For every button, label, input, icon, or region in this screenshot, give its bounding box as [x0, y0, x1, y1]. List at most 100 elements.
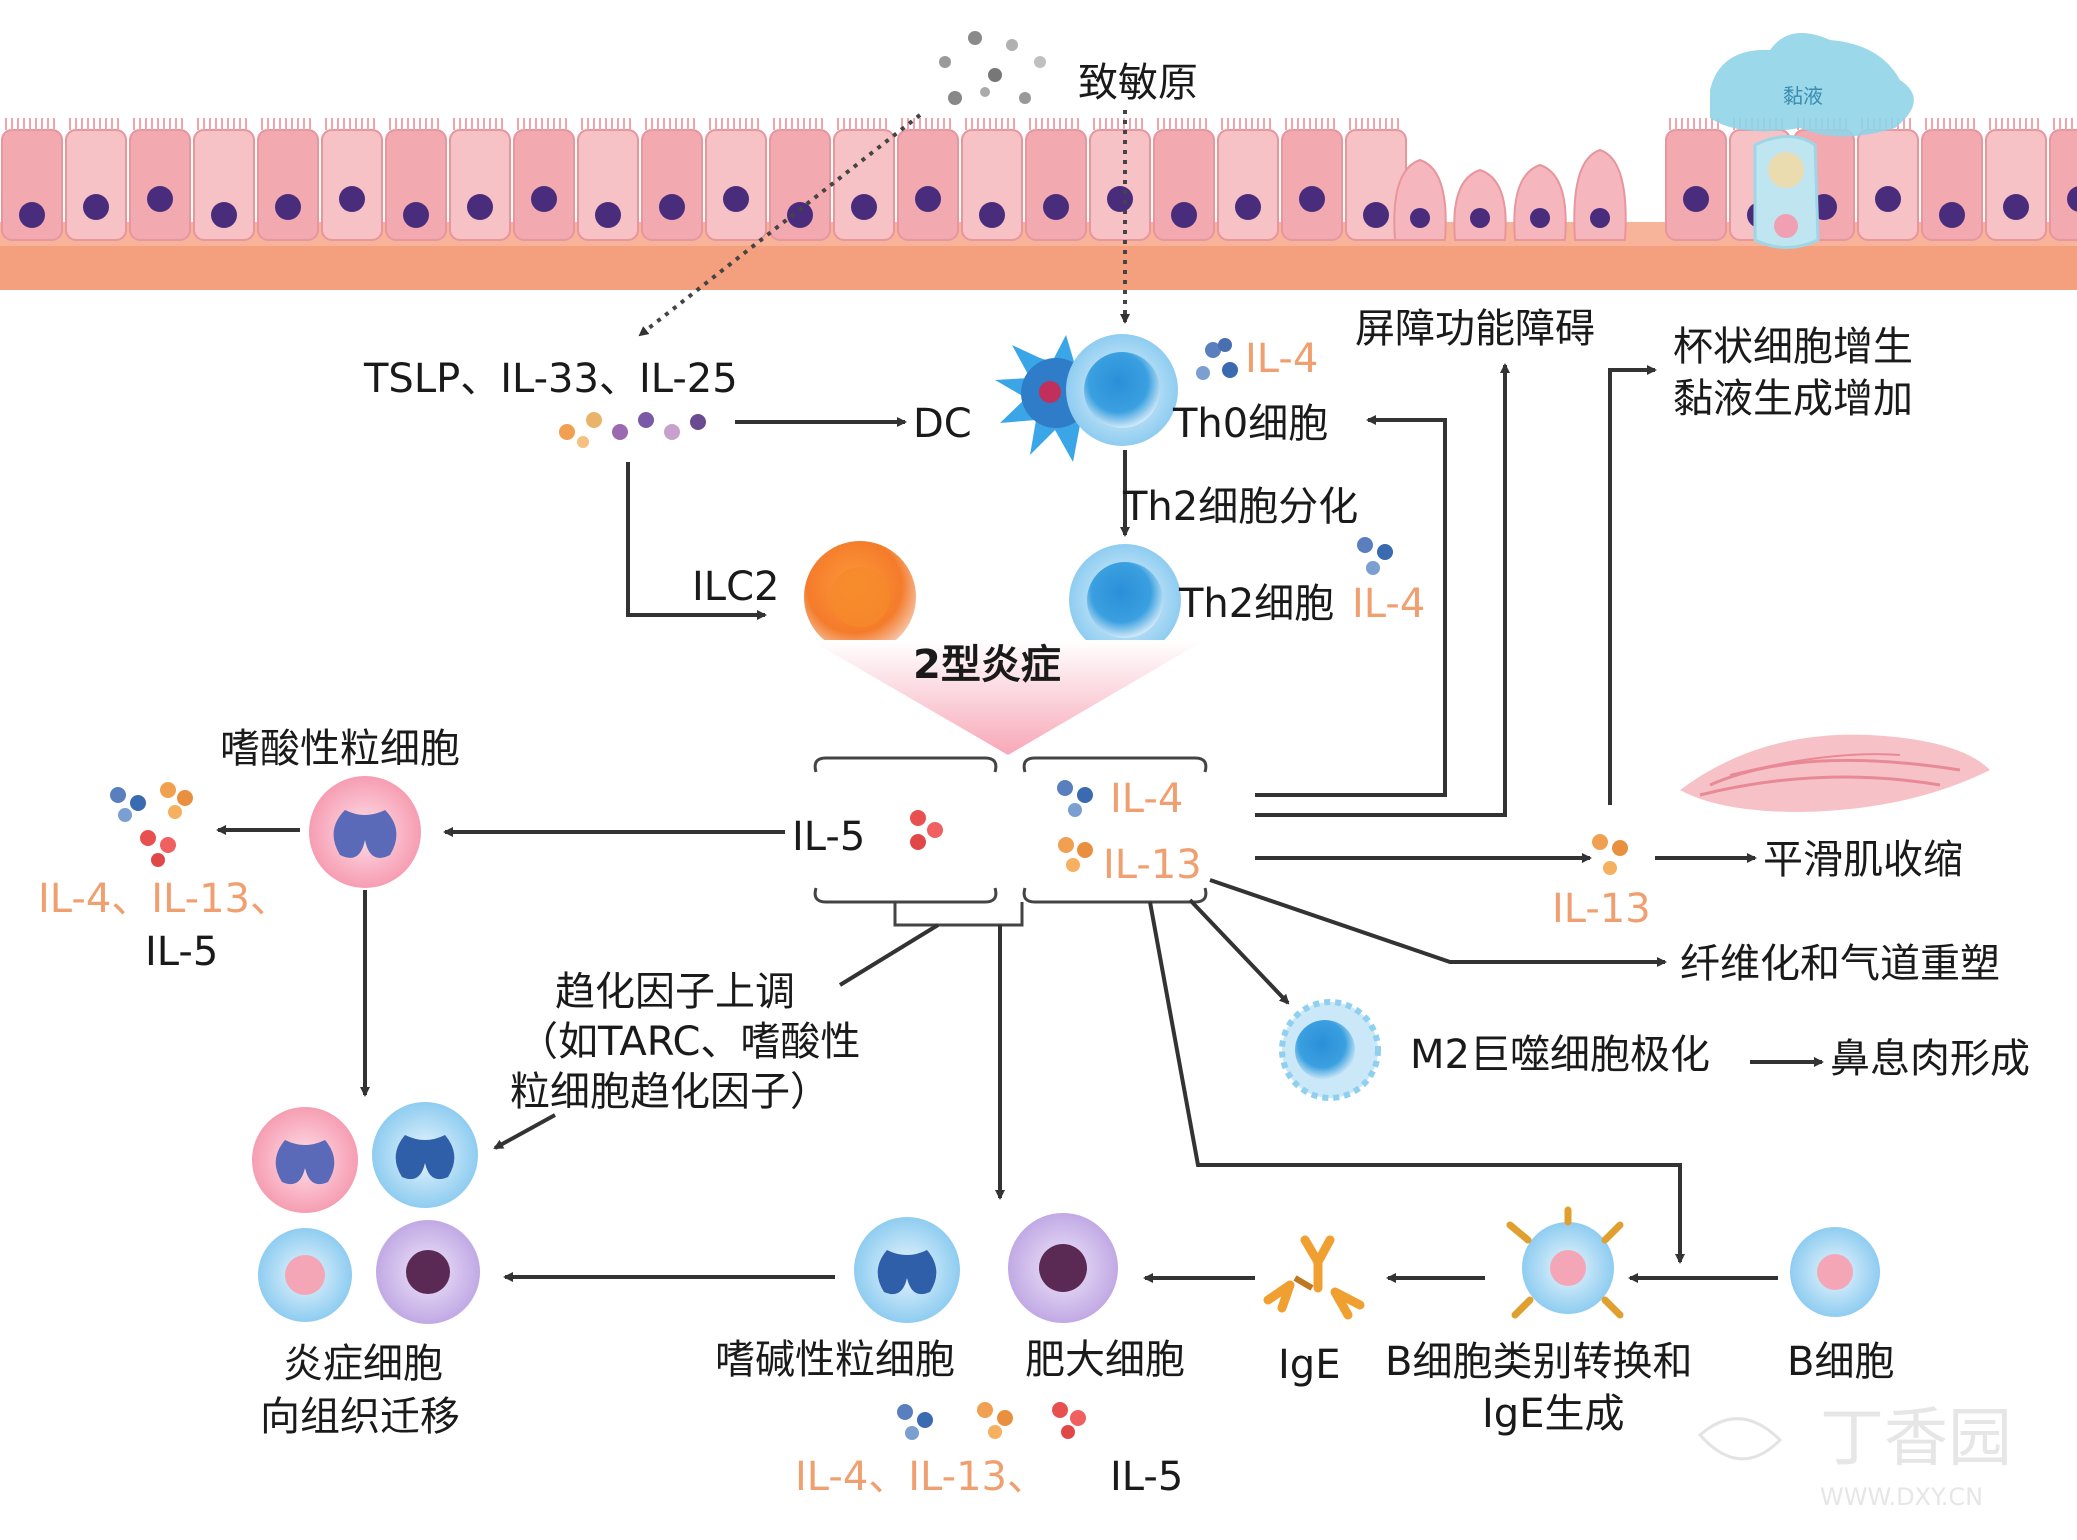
cell-nucleus [979, 202, 1005, 228]
il4-top-label: IL-4 [1245, 336, 1318, 382]
cilia [1989, 118, 2039, 130]
cell-nucleus [595, 202, 621, 228]
goblet-cell-icon [1753, 135, 1820, 249]
epithelial-cell [1921, 129, 1983, 241]
cilia [5, 118, 55, 130]
cilia [1925, 118, 1975, 130]
epithelial-cell [961, 129, 1023, 241]
barrier-label: 屏障功能障碍 [1355, 306, 1595, 352]
cilia [1285, 118, 1335, 130]
bcell-label: B细胞 [1787, 1339, 1894, 1385]
epithelial-cell [65, 129, 127, 241]
switch-label-1: B细胞类别转换和 [1385, 1339, 1692, 1385]
epithelial-cell [257, 129, 319, 241]
cell-nucleus [1235, 194, 1261, 220]
tslp-to-ilc2-arrow [626, 462, 767, 620]
il4-to-th0-arrow [1255, 415, 1447, 797]
il4-dots-box-icon [1057, 780, 1093, 817]
damaged-epithelial-cell [1573, 148, 1627, 241]
ilc2-cell-icon [804, 541, 916, 653]
cell-nucleus [275, 194, 301, 220]
cilia [453, 118, 503, 130]
il4-th2-label: IL-4 [1352, 581, 1425, 627]
th0-cell-icon [1066, 334, 1178, 446]
smooth-muscle-icon [1680, 734, 1990, 812]
epithelial-cell [1217, 129, 1279, 241]
il5-dots-icon [910, 810, 943, 850]
cytokine-bracket-right [1022, 756, 1208, 904]
eosinophil-cell-icon [309, 776, 421, 888]
cilia [581, 118, 631, 130]
cilia [197, 118, 247, 130]
cell-nucleus [1875, 186, 1901, 212]
il4-dots-icon [1196, 338, 1238, 380]
tslp-label: TSLP、IL-33、IL-25 [363, 356, 738, 402]
bottom-cytokine-dots-icon [897, 1402, 1086, 1440]
damaged-epithelial-cell [1513, 163, 1567, 241]
cilia [645, 118, 695, 130]
watermark-name: 丁香园 [1820, 1402, 2012, 1476]
cilia [1221, 118, 1271, 130]
th2-cell-icon [1069, 544, 1181, 656]
epithelial-cell [577, 129, 639, 241]
th2-label: Th2细胞 [1178, 581, 1334, 627]
cell-nucleus [531, 186, 557, 212]
cell-nucleus [1590, 208, 1610, 228]
epithelial-cell [513, 129, 575, 241]
migrate-label-1: 炎症细胞 [283, 1341, 443, 1387]
il13-to-m2-arrow [1188, 898, 1290, 1005]
switch-label-2: IgE生成 [1482, 1391, 1624, 1437]
epithelium-layer: 黏液 [0, 32, 2077, 290]
il13-dots-right-icon [1592, 834, 1628, 875]
polyp-label: 鼻息肉形成 [1830, 1036, 2030, 1082]
cytokine-connector [893, 902, 1024, 927]
goblet-label-2: 黏液生成增加 [1673, 376, 1913, 422]
epithelial-cell [1857, 129, 1919, 241]
il13-dots-box-icon [1058, 837, 1093, 872]
dc-label: DC [913, 401, 972, 447]
il5-label: IL-5 [792, 814, 865, 860]
chemo-label-1: 趋化因子上调 [555, 969, 795, 1015]
cytokine-to-chemo-line [838, 923, 940, 987]
b-cell-switching-icon [1506, 1206, 1624, 1319]
epithelial-cell [1281, 129, 1343, 241]
damaged-epithelial-cell [1453, 168, 1507, 241]
inflammatory-cells-icon [252, 1102, 480, 1324]
th2-diff-label: Th2细胞分化 [1122, 484, 1358, 530]
ilc2-label: ILC2 [692, 564, 779, 610]
cilia [2053, 118, 2077, 130]
basophil-cell-icon [854, 1217, 960, 1323]
watermark-logo: 丁香园 WWW.DXY.CN [1697, 1402, 2012, 1511]
eosinophil-label: 嗜酸性粒细胞 [220, 726, 460, 772]
epithelial-cell [193, 129, 255, 241]
epithelial-cell [897, 129, 959, 241]
ige-label: IgE [1278, 1342, 1340, 1388]
mucus-label: 黏液 [1783, 84, 1823, 108]
chemo-label-2: （如TARC、嗜酸性 [518, 1019, 860, 1065]
smooth-muscle-label: 平滑肌收缩 [1763, 837, 1963, 883]
cilia [1157, 118, 1207, 130]
epithelial-cell [385, 129, 447, 241]
il13-right-label: IL-13 [1552, 886, 1651, 932]
cytokine-bracket-left [813, 756, 998, 904]
cell-nucleus [1107, 186, 1133, 212]
m2-label: M2巨噬细胞极化 [1410, 1032, 1710, 1078]
cell-nucleus [1363, 202, 1389, 228]
cilia [1669, 118, 1719, 130]
cell-nucleus [19, 202, 45, 228]
cilia [389, 118, 439, 130]
goblet-label-1: 杯状细胞增生 [1673, 324, 1913, 370]
eos-cytokine-label-1: IL-4、IL-13、 [38, 876, 290, 922]
cilia [133, 118, 183, 130]
epithelial-cell [2049, 129, 2077, 241]
cilia [69, 118, 119, 130]
epithelial-cell [1, 129, 63, 241]
cilia [1349, 118, 1399, 130]
epithelial-cell [1025, 129, 1087, 241]
bottom-cytokine-label-a: IL-4、IL-13、 [795, 1454, 1047, 1500]
basophil-label: 嗜碱性粒细胞 [715, 1337, 955, 1383]
type2-label: 2型炎症 [913, 642, 1061, 688]
fibrosis-label: 纤维化和气道重塑 [1680, 941, 2000, 987]
epithelial-cell [833, 129, 895, 241]
